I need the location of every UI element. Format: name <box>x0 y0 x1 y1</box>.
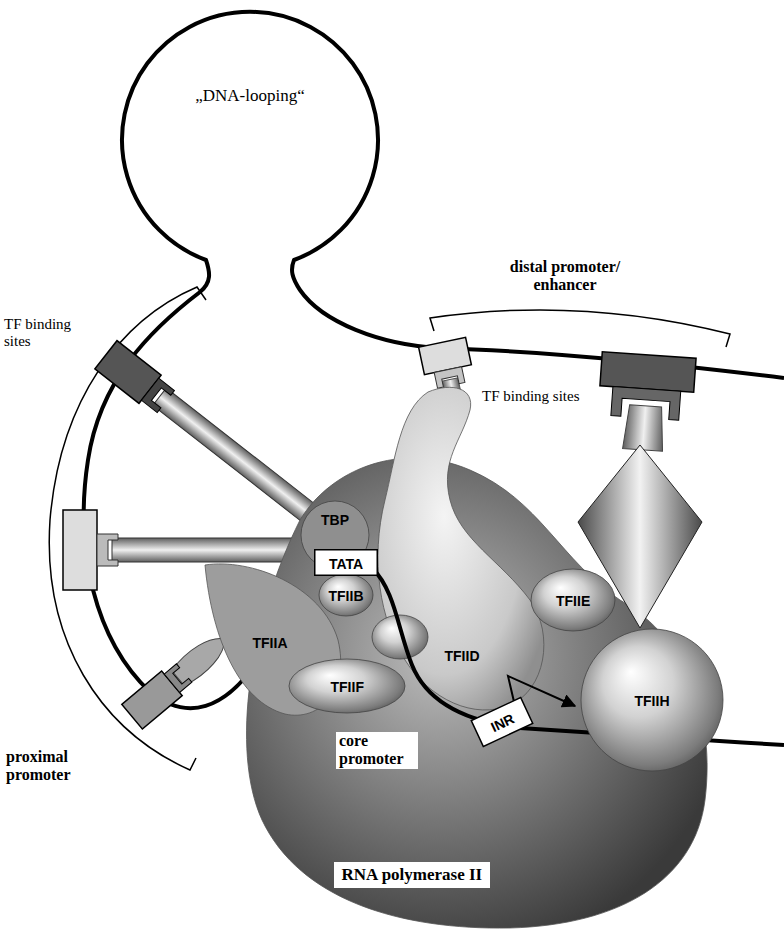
rod <box>153 388 320 525</box>
region-label: proximal promoter <box>6 748 90 785</box>
region-label: core promoter <box>336 732 418 769</box>
node-shape <box>289 659 405 713</box>
rod <box>112 538 312 562</box>
clamp <box>611 387 681 421</box>
node-label: TFIIB <box>329 588 364 604</box>
node-shape <box>319 574 373 616</box>
node-shape <box>581 629 723 771</box>
tf-binder <box>122 627 235 729</box>
node-shape <box>531 569 615 631</box>
tf-binder <box>596 352 696 453</box>
node-label: TFIIA <box>253 635 288 651</box>
clamp <box>434 367 465 388</box>
node-label: TATA <box>329 556 363 572</box>
binding-site <box>63 510 97 590</box>
region-label: distal promoter/ enhancer <box>499 258 631 295</box>
annotation-label: „DNA-looping“ <box>195 86 305 106</box>
tata-box: TATA <box>314 549 378 576</box>
tf-binder <box>95 341 324 531</box>
node-label: TFIID <box>445 648 480 664</box>
tfiid-blob: TFIID <box>365 380 555 715</box>
annotation-label: TF binding sites <box>4 316 78 351</box>
node-shape <box>315 550 378 576</box>
node-label: TFIIE <box>556 593 590 609</box>
node-outline <box>365 380 555 715</box>
node-shape <box>471 698 532 747</box>
tfiih-circle: TFIIH <box>580 628 724 772</box>
binding-site <box>419 337 472 374</box>
node-label: RNA polymerase II <box>334 862 491 888</box>
factor-ellipse: TFIIF <box>288 658 406 714</box>
node-shape <box>378 387 544 710</box>
factor-ellipse: TFIIE <box>530 568 616 632</box>
node-label: TFIIF <box>331 679 364 695</box>
factor-ellipse: TFIIB <box>318 573 374 617</box>
clamp <box>141 378 174 412</box>
node-label: TBP <box>321 512 349 528</box>
annotation-label: TF binding sites <box>482 388 580 405</box>
factor-ellipse <box>372 615 428 659</box>
clamp <box>164 664 192 693</box>
clamp <box>97 534 118 566</box>
proximal-bracket <box>49 287 206 770</box>
distal-bracket <box>430 310 730 347</box>
binding-site <box>600 352 696 392</box>
dna-strand <box>372 568 784 745</box>
stem <box>623 405 666 452</box>
node-label: TFIIH <box>635 693 670 709</box>
